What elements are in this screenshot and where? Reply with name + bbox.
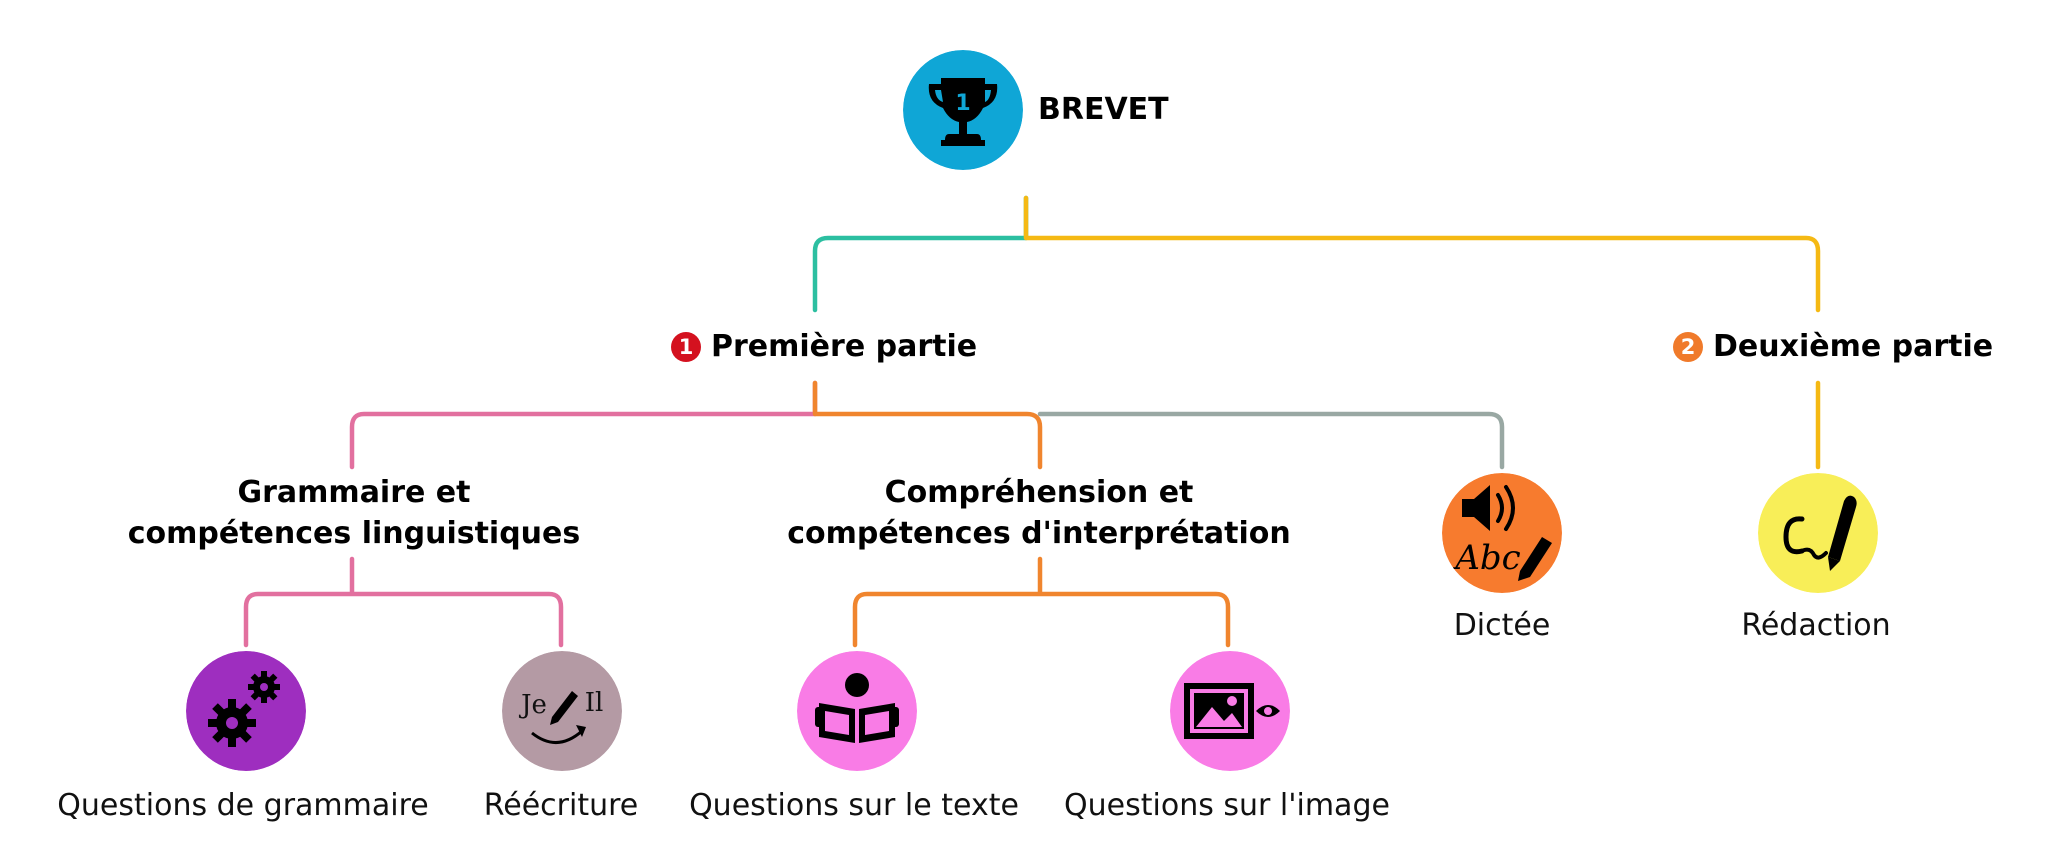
trophy-number: 1 <box>955 91 970 116</box>
leaf-label-dictee: Dictée <box>1453 608 1551 643</box>
gears-icon <box>186 651 306 771</box>
part-1-heading: 1 Première partie <box>671 327 977 367</box>
rewrite-text-il: Il <box>585 688 604 718</box>
section-grammar-line1: Grammaire et <box>237 475 471 510</box>
section-comprehension-line1: Compréhension et <box>884 475 1194 510</box>
connector-root-part1 <box>812 195 1029 313</box>
leaf-label-questions-texte: Questions sur le texte <box>689 788 1019 823</box>
dictation-abc-text: Abc <box>1452 538 1520 578</box>
connector-comprehension-leaves <box>852 556 1231 648</box>
leaf-label-questions-grammaire: Questions de grammaire <box>57 788 429 823</box>
connector-grammar-leaves <box>243 556 564 648</box>
leaf-label-questions-image: Questions sur l'image <box>1064 788 1390 823</box>
connector-root-part2 <box>1023 195 1821 313</box>
trophy-icon: 1 <box>903 50 1023 170</box>
connector-part1-dictation <box>1037 411 1505 470</box>
reading-person-icon <box>797 651 917 771</box>
part-2-heading: 2 Deuxième partie <box>1673 327 1993 367</box>
leaf-label-reecriture: Réécriture <box>483 788 639 823</box>
part-1-number-badge: 1 <box>671 332 701 362</box>
part-2-number-badge: 2 <box>1673 332 1703 362</box>
section-comprehension-line2: compétences d'interprétation <box>787 516 1291 551</box>
part-1-label: Première partie <box>711 329 978 364</box>
section-grammar-line2: compétences linguistiques <box>127 516 581 551</box>
image-eye-icon <box>1170 651 1290 771</box>
leaf-label-redaction: Rédaction <box>1741 608 1891 643</box>
root-title: BREVET <box>1038 92 1169 127</box>
section-comprehension: Compréhension et compétences d'interprét… <box>787 472 1291 554</box>
rewrite-je-il-icon: Je Il <box>502 651 622 771</box>
connector-part1-grammar <box>349 380 818 470</box>
speaker-abc-icon: Abc <box>1442 473 1562 593</box>
pen-writing-icon <box>1758 473 1878 593</box>
rewrite-text-je: Je <box>518 690 547 720</box>
part-2-label: Deuxième partie <box>1713 329 1994 364</box>
section-grammar: Grammaire et compétences linguistiques <box>128 472 581 554</box>
connector-part1-comprehension <box>812 380 1043 470</box>
